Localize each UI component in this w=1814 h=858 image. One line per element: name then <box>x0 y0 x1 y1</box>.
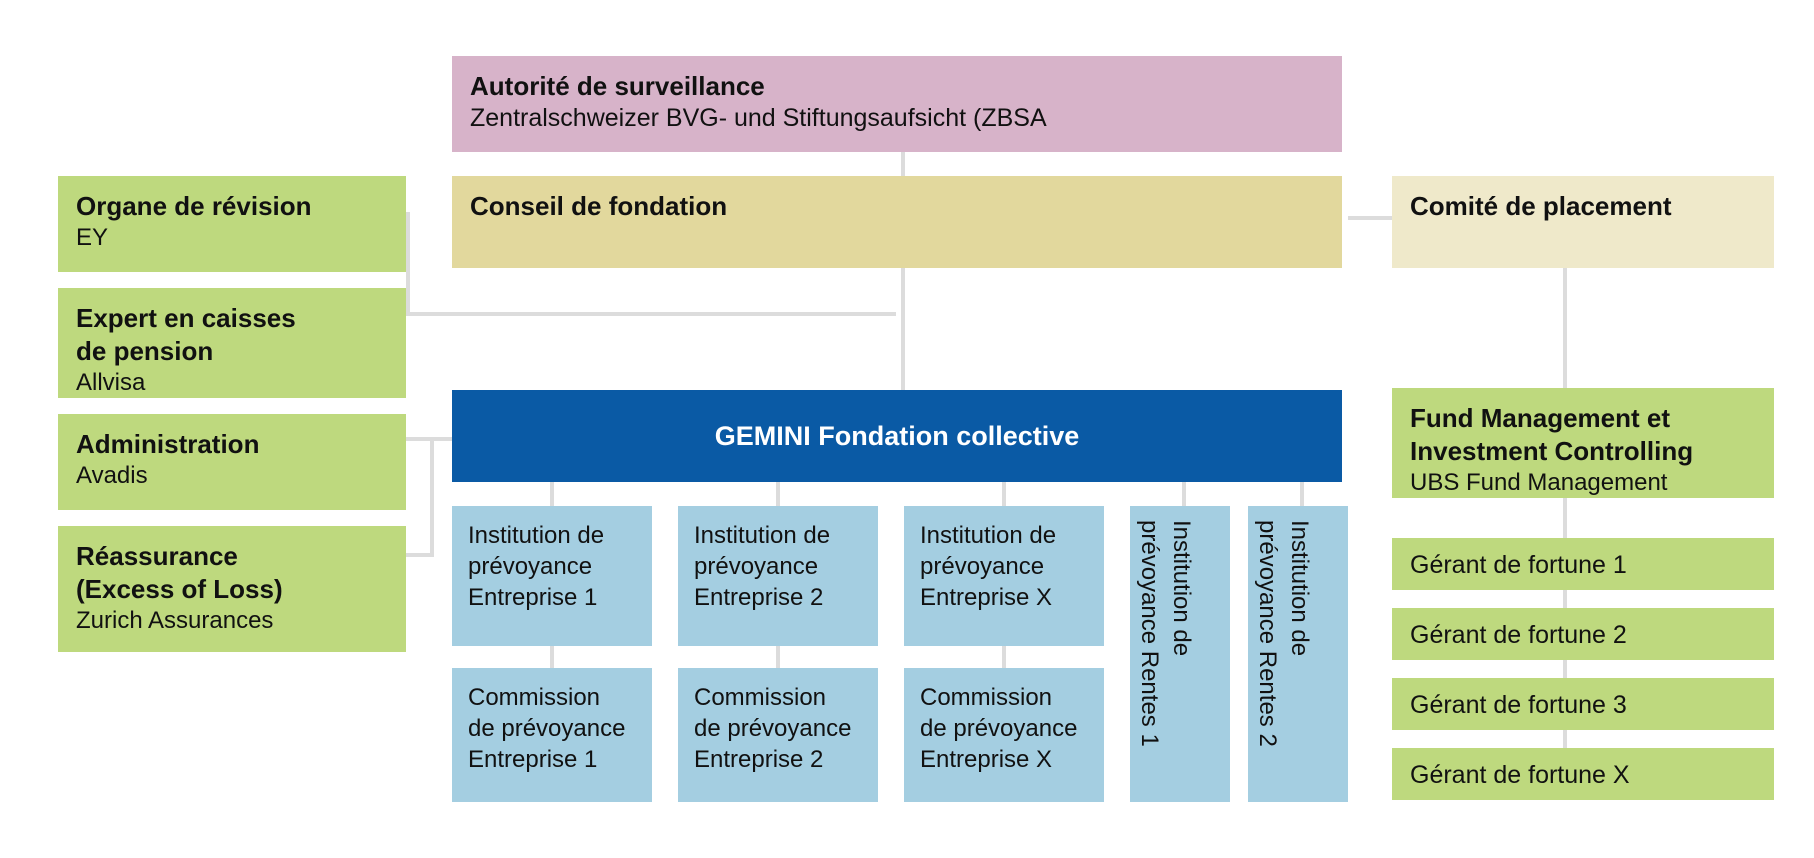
institution-4-line2: prévoyance Rentes 1 <box>1136 520 1163 747</box>
institution-box-5[interactable]: prévoyance Rentes 2 Institution de <box>1248 506 1348 802</box>
commission-3-line2: de prévoyance <box>920 715 1078 743</box>
commission-1-line3: Entreprise 1 <box>468 746 598 774</box>
asset-manager-1-label: Gérant de fortune 1 <box>1410 551 1627 579</box>
connector-left-spine-top <box>406 212 410 316</box>
foundation-title: GEMINI Fondation collective <box>714 420 1080 451</box>
institution-5-line1: Institution de <box>1286 520 1313 657</box>
institution-box-2[interactable]: Institution de prévoyance Entreprise 2 <box>678 506 878 646</box>
connector-board-to-committee <box>1348 216 1392 220</box>
board-of-trustees-box[interactable]: Conseil de fondation <box>452 176 1342 268</box>
asset-manager-box-4[interactable]: Gérant de fortune X <box>1392 748 1774 800</box>
commission-box-1[interactable]: Commission de prévoyance Entreprise 1 <box>452 668 652 802</box>
connector-committee-to-fundmgmt <box>1563 268 1567 388</box>
institution-box-3[interactable]: Institution de prévoyance Entreprise X <box>904 506 1104 646</box>
asset-manager-2-label: Gérant de fortune 2 <box>1410 621 1627 649</box>
connector-foundation-to-institution-5 <box>1300 482 1304 506</box>
investment-committee-title: Comité de placement <box>1410 191 1672 221</box>
reinsurance-subtitle: Zurich Assurances <box>76 606 274 634</box>
connector-institution-3-to-commission-3 <box>1002 646 1006 668</box>
administration-box[interactable]: Administration Avadis <box>58 414 406 510</box>
connector-foundation-to-institution-2 <box>776 482 780 506</box>
commission-3-line1: Commission <box>920 684 1053 711</box>
investment-committee-box[interactable]: Comité de placement <box>1392 176 1774 268</box>
commission-1-line1: Commission <box>468 684 601 711</box>
commission-box-2[interactable]: Commission de prévoyance Entreprise 2 <box>678 668 878 802</box>
connector-board-to-foundation <box>901 268 905 390</box>
institution-2-line3: Entreprise 2 <box>694 584 824 612</box>
fund-management-subtitle: UBS Fund Management <box>1410 468 1668 496</box>
connector-institution-2-to-commission-2 <box>776 646 780 668</box>
supervisory-authority-box[interactable]: Autorité de surveillance Zentralschweize… <box>452 56 1342 152</box>
reinsurance-box[interactable]: Réassurance (Excess of Loss) Zurich Assu… <box>58 526 406 652</box>
asset-manager-box-1[interactable]: Gérant de fortune 1 <box>1392 538 1774 590</box>
administration-subtitle: Avadis <box>76 461 148 489</box>
institution-1-line2: prévoyance <box>468 553 593 581</box>
commission-3-line3: Entreprise X <box>920 746 1053 774</box>
commission-2-line3: Entreprise 2 <box>694 746 824 774</box>
pension-expert-subtitle: Allvisa <box>76 368 146 396</box>
audit-body-box[interactable]: Organe de révision EY <box>58 176 406 272</box>
commission-box-3[interactable]: Commission de prévoyance Entreprise X <box>904 668 1104 802</box>
institution-5-line2: prévoyance Rentes 2 <box>1254 520 1281 747</box>
commission-2-line2: de prévoyance <box>694 715 852 743</box>
fund-management-title-line1: Fund Management et <box>1410 403 1671 433</box>
foundation-box[interactable]: GEMINI Fondation collective <box>452 390 1342 482</box>
connector-foundation-to-institution-1 <box>550 482 554 506</box>
institution-box-4[interactable]: prévoyance Rentes 1 Institution de <box>1130 506 1230 802</box>
connector-leftspine-to-foundation <box>430 437 454 441</box>
audit-body-subtitle: EY <box>76 223 109 251</box>
institution-4-line1: Institution de <box>1168 520 1195 657</box>
institution-box-1[interactable]: Institution de prévoyance Entreprise 1 <box>452 506 652 646</box>
institution-2-line2: prévoyance <box>694 553 819 581</box>
commission-1-line2: de prévoyance <box>468 715 626 743</box>
pension-expert-box[interactable]: Expert en caisses de pension Allvisa <box>58 288 406 398</box>
institution-1-line3: Entreprise 1 <box>468 584 598 612</box>
connector-administration-stub <box>396 437 434 441</box>
institution-1-line1: Institution de <box>468 522 605 549</box>
audit-body-title: Organe de révision <box>76 191 312 221</box>
connector-expert-stub <box>396 312 896 316</box>
supervisory-authority-subtitle: Zentralschweizer BVG- und Stiftungsaufsi… <box>470 103 1047 132</box>
fund-management-title-line2: Investment Controlling <box>1410 435 1694 466</box>
commission-2-line1: Commission <box>694 684 827 711</box>
reinsurance-title-line1: Réassurance <box>76 541 238 571</box>
pension-expert-title-line1: Expert en caisses <box>76 303 296 333</box>
supervisory-authority-title: Autorité de surveillance <box>470 71 765 101</box>
board-of-trustees-title: Conseil de fondation <box>470 191 728 221</box>
reinsurance-title-line2: (Excess of Loss) <box>76 573 283 604</box>
institution-3-line2: prévoyance <box>920 553 1045 581</box>
connector-authority-to-board <box>901 152 905 176</box>
institution-3-line1: Institution de <box>920 522 1057 549</box>
asset-manager-3-label: Gérant de fortune 3 <box>1410 691 1627 719</box>
administration-title: Administration <box>76 429 260 459</box>
asset-manager-box-2[interactable]: Gérant de fortune 2 <box>1392 608 1774 660</box>
institution-2-line1: Institution de <box>694 522 831 549</box>
asset-manager-box-3[interactable]: Gérant de fortune 3 <box>1392 678 1774 730</box>
connector-institution-1-to-commission-1 <box>550 646 554 668</box>
asset-manager-4-label: Gérant de fortune X <box>1410 761 1630 789</box>
institution-3-line3: Entreprise X <box>920 584 1053 612</box>
pension-expert-title-line2: de pension <box>76 335 214 366</box>
connector-foundation-to-institution-3 <box>1002 482 1006 506</box>
connector-reassurance-stub <box>396 553 434 557</box>
fund-management-box[interactable]: Fund Management et Investment Controllin… <box>1392 388 1774 498</box>
connector-foundation-to-institution-4 <box>1182 482 1186 506</box>
connector-left-spine-bottom <box>430 437 434 557</box>
